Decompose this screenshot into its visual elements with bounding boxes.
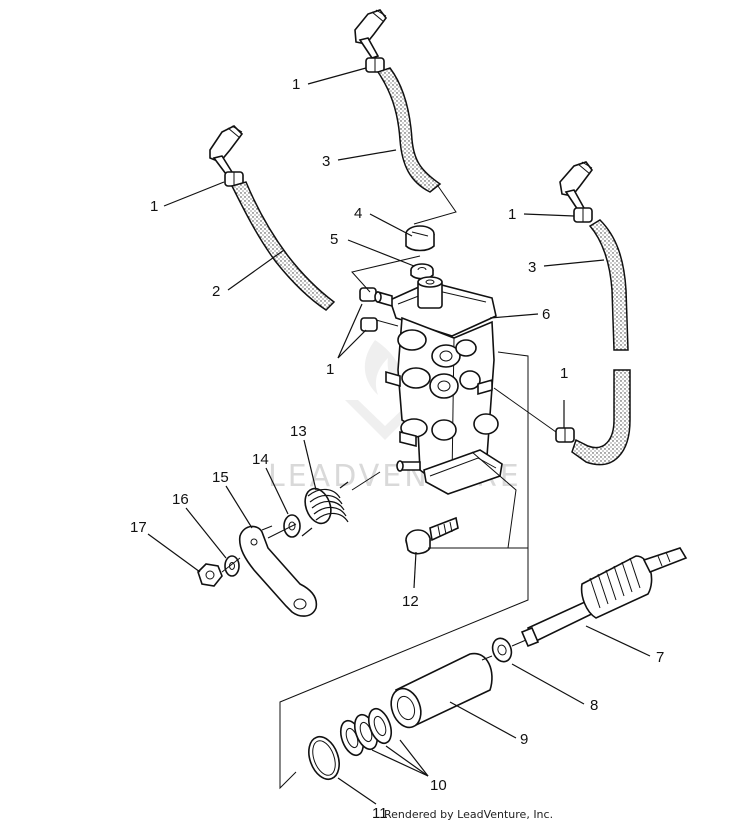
control-lever: [238, 525, 318, 617]
callout-14: 14: [252, 451, 269, 468]
nozzle-top-left: [209, 125, 244, 175]
callout-10: 10: [430, 777, 447, 794]
drive-gear-shaft: [520, 547, 688, 648]
callout-1-lower-right: 1: [560, 365, 568, 382]
hose-top-center: [376, 67, 442, 193]
hose-right-upper: [588, 219, 629, 351]
callout-1-top: 1: [292, 76, 300, 93]
nozzle-top-right: [559, 161, 593, 211]
callout-9: 9: [520, 731, 528, 748]
clamp-center-lower: [360, 317, 378, 332]
callout-2: 2: [212, 283, 220, 300]
return-spring: [301, 481, 349, 537]
callout-1-left: 1: [150, 198, 158, 215]
callout-7: 7: [656, 649, 664, 666]
callout-16: 16: [172, 491, 189, 508]
clamp-right-lower: [555, 427, 575, 443]
credit-line: Rendered by LeadVenture, Inc.: [384, 808, 553, 821]
clamp-top-center: [365, 57, 385, 73]
callout-5: 5: [330, 231, 338, 248]
callout-3-top: 3: [322, 153, 330, 170]
callout-12: 12: [402, 593, 419, 610]
nozzle-top-center: [354, 9, 387, 59]
lever-nut: [197, 563, 223, 587]
oil-seals: [339, 707, 393, 757]
callout-1-center: 1: [326, 361, 334, 378]
vent-screw: [405, 225, 435, 252]
callout-4: 4: [354, 205, 362, 222]
leader-lines: [147, 67, 651, 805]
mounting-bolt: [405, 516, 459, 555]
shaft-bushing: [390, 652, 493, 729]
callout-1-right: 1: [508, 206, 516, 223]
callout-13: 13: [290, 423, 307, 440]
hose-right-lower: [571, 369, 631, 466]
assembly-lines: [221, 185, 557, 790]
lever-washer: [224, 555, 240, 577]
hose-left: [230, 181, 336, 311]
callout-17: 17: [130, 519, 147, 536]
clamp-right-upper: [573, 207, 593, 223]
o-ring: [308, 735, 340, 781]
callout-11: 11: [372, 805, 388, 822]
shaft-washer: [491, 637, 513, 663]
callout-3-right: 3: [528, 259, 536, 276]
callout-15: 15: [212, 469, 229, 486]
callout-6: 6: [542, 306, 550, 323]
callout-8: 8: [590, 697, 598, 714]
